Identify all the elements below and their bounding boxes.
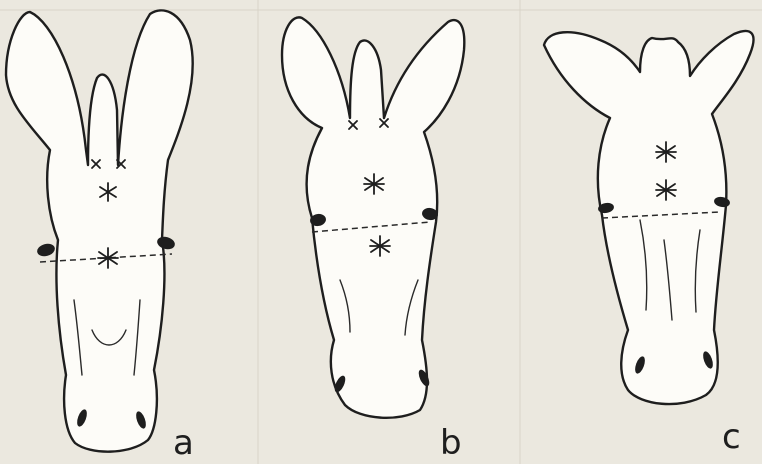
panel-label-b: b — [440, 426, 462, 460]
mule-head-c — [544, 31, 753, 404]
eye-left-a — [36, 242, 56, 258]
head-outline-c — [544, 31, 753, 404]
panel-label-a: a — [173, 426, 194, 460]
mule-head-b — [282, 17, 464, 417]
mule-head-a — [6, 10, 193, 451]
head-outline-b — [282, 17, 464, 417]
head-outline-a — [6, 10, 193, 451]
panel-label-c: c — [722, 420, 741, 454]
